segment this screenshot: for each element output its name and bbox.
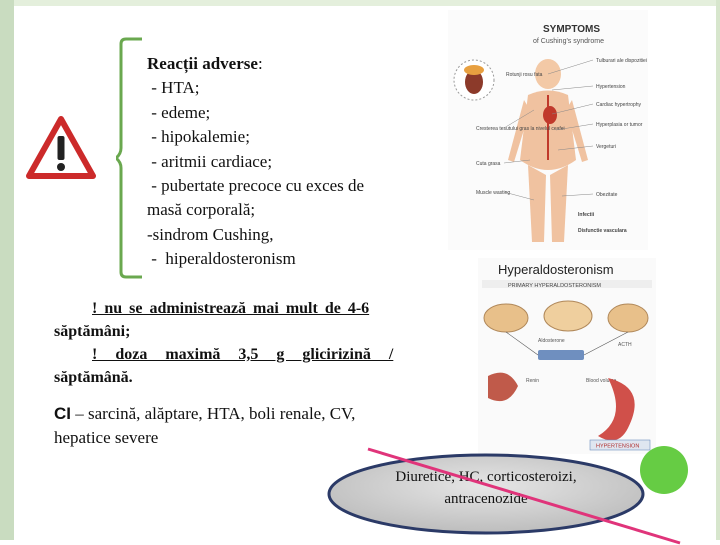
hyper-box	[538, 350, 584, 360]
dosage-warnings: ! nu se administrează mai mult de 4-6 să…	[54, 297, 410, 389]
hyper-label: Renin	[526, 378, 539, 384]
adverse-item: - hipokalemie;	[147, 127, 250, 147]
cushing-symptoms-illustration: SYMPTOMS of Cushing's syndrome Rotunji r…	[448, 10, 648, 250]
adverse-item: - HTA;	[147, 78, 200, 98]
ci-label: CI	[54, 404, 71, 423]
hypertension-badge-text: HYPERTENSION	[596, 444, 639, 450]
symptom-note: Infectii	[578, 212, 595, 218]
adverse-title: Reacții adverse	[147, 54, 258, 73]
adverse-item: - hiperaldosteronism	[147, 249, 296, 269]
hyper-subtitle: PRIMARY HYPERALDOSTERONISM	[508, 283, 601, 289]
hyperaldosteronism-illustration: Hyperaldosteronism PRIMARY HYPERALDOSTER…	[478, 258, 656, 454]
adverse-title-line: Reacții adverse:	[147, 52, 417, 76]
green-circle-decoration	[640, 446, 688, 494]
green-bracket	[116, 37, 142, 279]
ci-line-2: hepatice severe	[54, 428, 159, 447]
slide-frame-left	[0, 0, 14, 540]
kidney-icon	[488, 372, 518, 402]
interactions-text: Diuretice, HC, corticosteroizi, antracen…	[326, 466, 646, 510]
adverse-item: - aritmii cardiace;	[147, 151, 273, 171]
adrenal-icon	[464, 65, 484, 75]
blood-vessel-icon	[598, 378, 635, 441]
hyper-label: Aldosterone	[538, 338, 565, 344]
adrenal-tumor-icon	[483, 303, 529, 333]
hyper-label: ACTH	[618, 342, 632, 348]
adverse-item: -sindrom Cushing,	[147, 224, 274, 244]
symptom-label-left: Cresterea tesutului gras la nivelul ceaf…	[476, 126, 565, 132]
symptom-label-right: Hypertension	[596, 84, 626, 90]
right-leg-shape	[550, 165, 568, 242]
symptom-note: Disfunctie vasculara	[578, 228, 627, 234]
adverse-item: - edeme;	[147, 102, 211, 122]
adverse-item: - pubertate precoce cu exces de	[147, 176, 365, 196]
symptoms-title: SYMPTOMS	[543, 24, 600, 35]
contraindications: CI – sarcină, alăptare, HTA, boli renale…	[54, 402, 424, 450]
symptom-label-right: Vergeturi	[596, 144, 616, 150]
left-leg-shape	[528, 165, 546, 242]
symptom-label-left: Muscle wasting	[476, 190, 510, 196]
adverse-item: masă corporală;	[147, 200, 256, 220]
adverse-reactions-block: Reacții adverse: - HTA; - edeme; - hipok…	[147, 52, 417, 272]
warning-duration-cont: săptămâni;	[54, 323, 131, 340]
hyper-label: Blood volume	[586, 378, 617, 384]
slide-frame-top	[0, 0, 720, 6]
hyper-title: Hyperaldosteronism	[498, 262, 614, 277]
interactions-line-2: antracenozide	[444, 491, 528, 507]
kidney-icon	[465, 70, 483, 94]
slide-frame-right	[716, 0, 720, 540]
warning-duration: ! nu se administrează mai mult de 4-6	[92, 300, 370, 317]
adverse-title-colon: :	[257, 54, 263, 73]
ci-text: – sarcină, alăptare, HTA, boli renale, C…	[71, 404, 356, 423]
adrenal-hyperplasia-icon	[607, 303, 649, 333]
symptom-label-right: Hyperplasia or tumor	[596, 122, 643, 128]
symptom-label-right: Cardiac hypertrophy	[596, 102, 642, 108]
symptom-label-right: Tulburari ale dispozitiei	[596, 58, 647, 64]
warning-max-dose: ! doza maximă 3,5 g glicirizină /	[92, 346, 394, 363]
warning-triangle-icon	[26, 116, 96, 179]
symptoms-subtitle: of Cushing's syndrome	[533, 38, 604, 45]
adrenal-gland-icon	[543, 300, 593, 332]
warning-max-dose-cont: săptămână.	[54, 369, 133, 386]
symptom-label-left: Rotunji rosu fata	[506, 72, 543, 78]
interactions-line-1: Diuretice, HC, corticosteroizi,	[395, 469, 577, 485]
ci-line-1: CI – sarcină, alăptare, HTA, boli renale…	[54, 402, 424, 426]
symptom-label-left: Cuta grasa	[476, 161, 501, 167]
right-arm-shape	[566, 100, 588, 162]
heart-shape	[543, 106, 557, 124]
symptom-label-right: Obezitate	[596, 192, 618, 198]
